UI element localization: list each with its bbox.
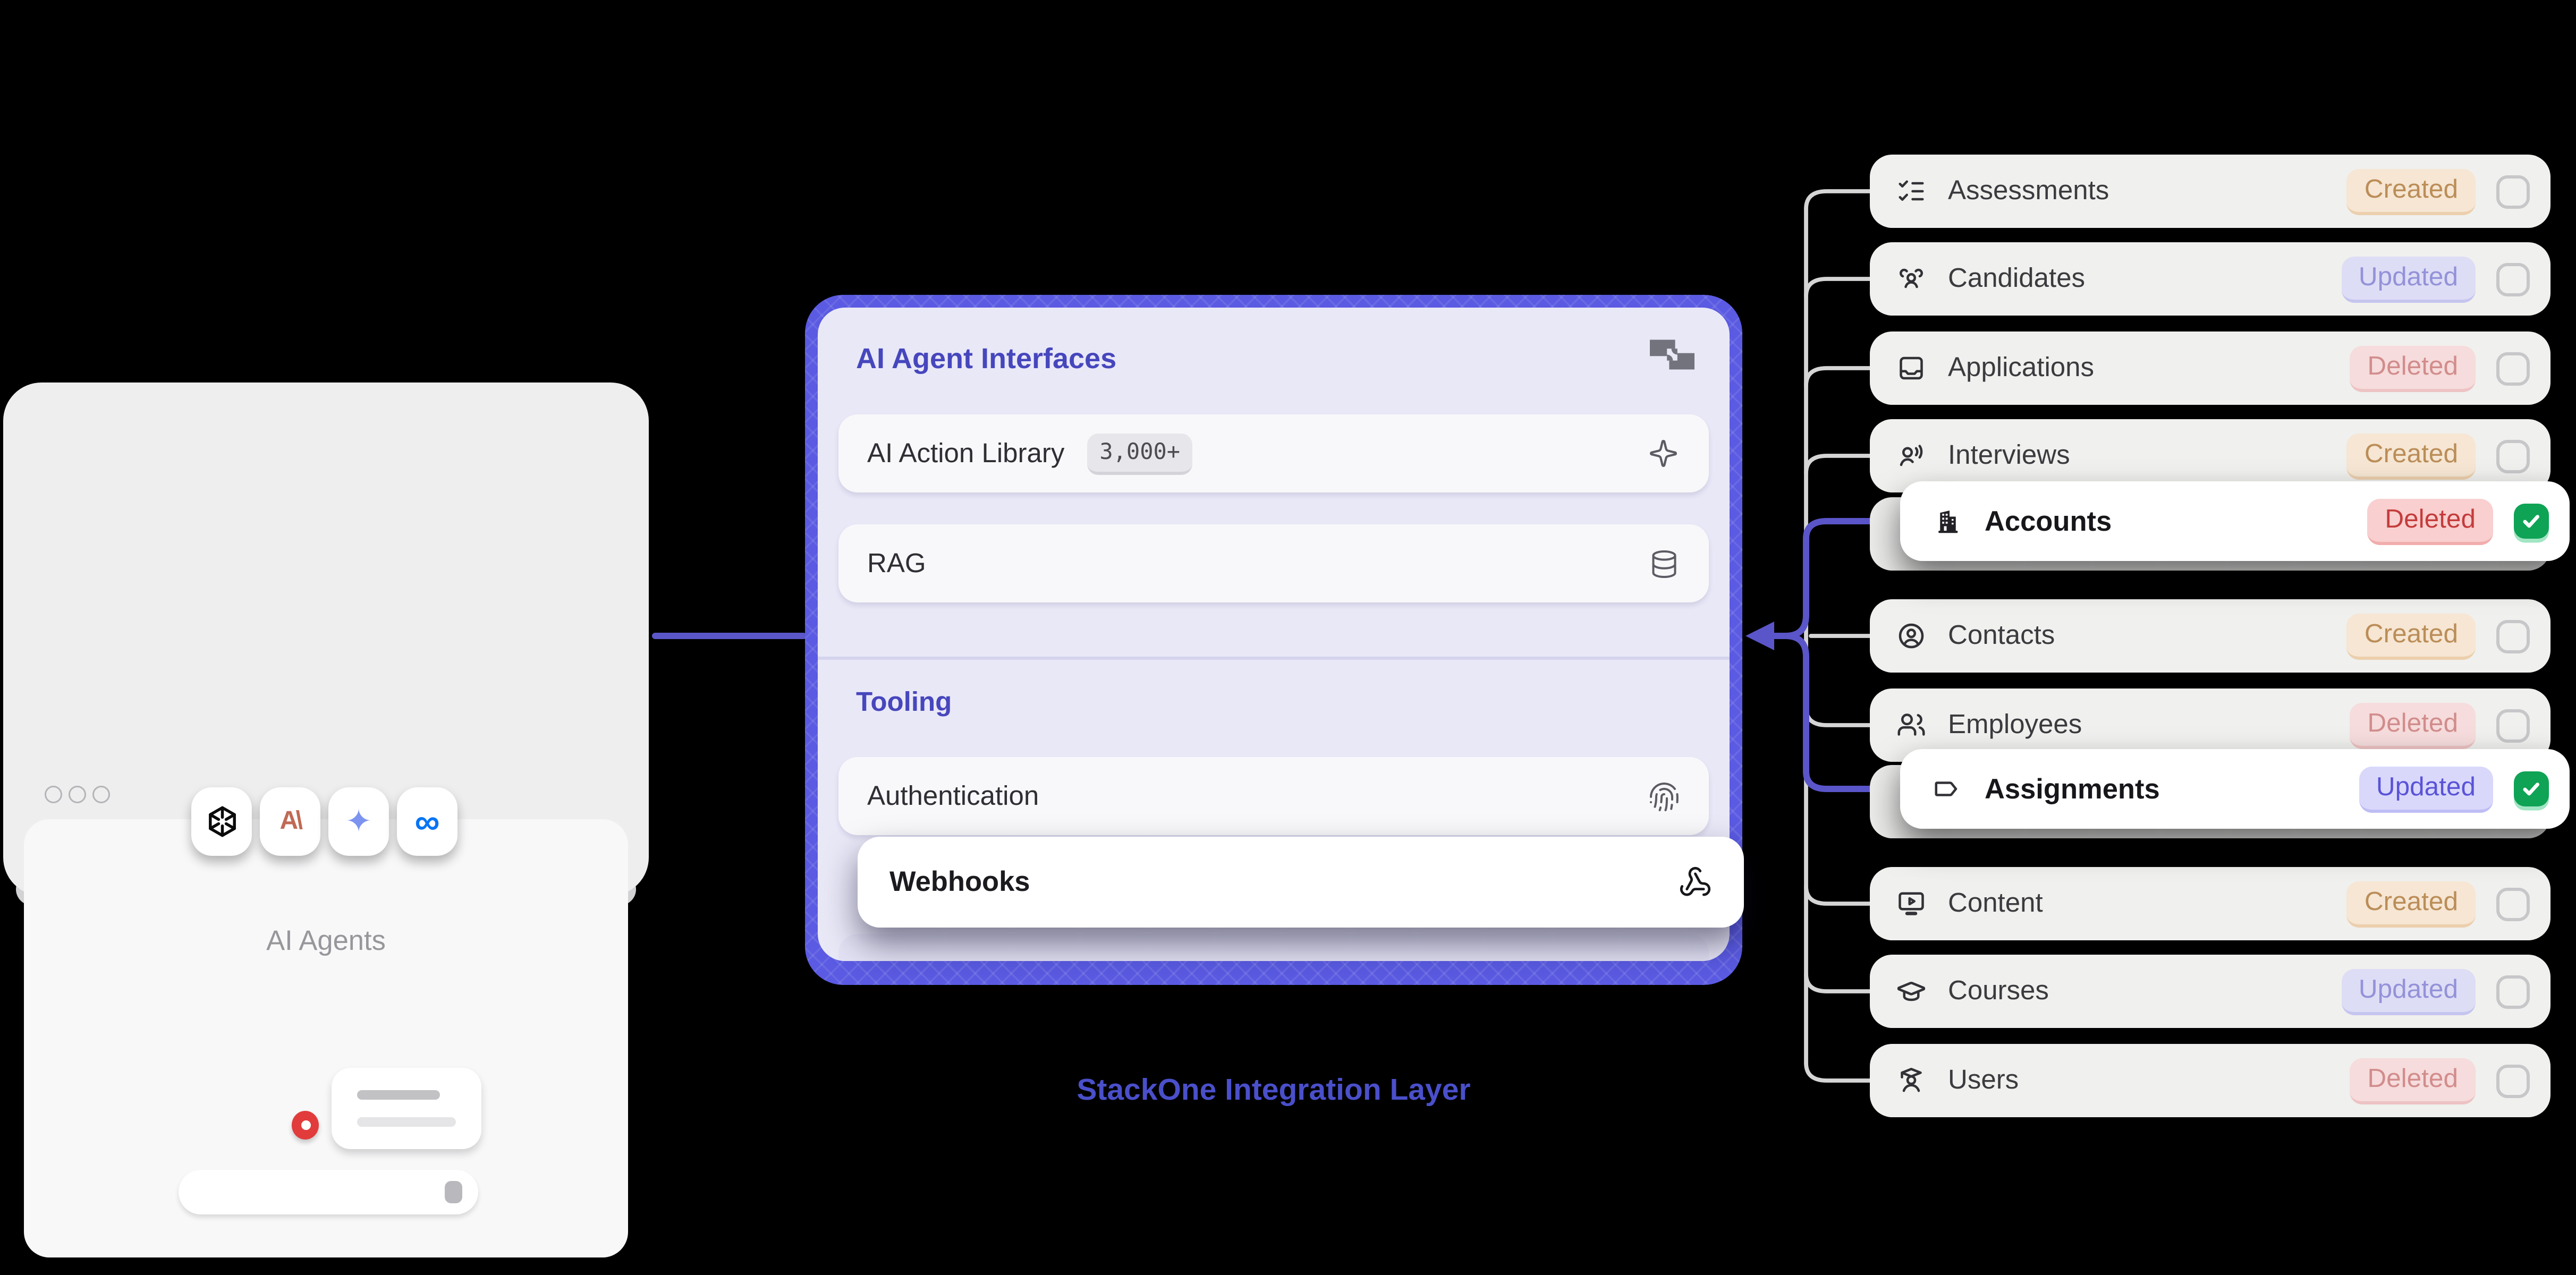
left-connector-line: [652, 633, 807, 639]
circle-user-icon: [1895, 620, 1927, 652]
action-count-badge: 3,000+: [1087, 432, 1193, 474]
list-item[interactable]: Courses Updated: [1870, 955, 2550, 1028]
chat-bubble: [332, 1068, 481, 1149]
graduation-cap-icon: [1895, 975, 1927, 1007]
tooling-title: Tooling: [856, 687, 952, 717]
status-badge: Deleted: [2350, 1057, 2476, 1104]
status-badge: Created: [2346, 432, 2476, 479]
openai-logo: [191, 787, 252, 856]
stackone-logo-icon: [1650, 339, 1694, 378]
fingerprint-icon: [1648, 780, 1680, 812]
skeleton-line: [357, 1090, 440, 1100]
partial-row: [838, 934, 1709, 961]
list-item[interactable]: Interviews Created: [1870, 419, 2550, 492]
webhooks-row[interactable]: Webhooks: [858, 837, 1744, 928]
checkbox[interactable]: [2496, 619, 2530, 653]
integration-layer-caption: StackOne Integration Layer: [1077, 1074, 1471, 1108]
user-voice-icon: [1895, 440, 1927, 472]
meta-glyph: ∞: [414, 801, 440, 841]
checkbox[interactable]: [2514, 771, 2549, 806]
list-item[interactable]: Applications Deleted: [1870, 332, 2550, 405]
window-dot: [92, 786, 110, 803]
sparkle-icon: [1647, 437, 1680, 470]
checkbox[interactable]: [2496, 974, 2530, 1008]
gemini-logo: ✦: [328, 787, 389, 856]
chat-input[interactable]: [179, 1170, 478, 1214]
anthropic-glyph: A\: [279, 807, 303, 835]
status-badge: Created: [2346, 880, 2476, 927]
rag-label: RAG: [867, 547, 926, 578]
monitor-play-icon: [1895, 888, 1927, 920]
action-library-row[interactable]: AI Action Library 3,000+: [838, 414, 1709, 492]
integration-panel: AI Agent Interfaces AI Action Library 3,…: [805, 295, 1744, 985]
authentication-row[interactable]: Authentication: [838, 757, 1709, 835]
user-graduate-icon: [1895, 1065, 1927, 1096]
section-divider: [818, 657, 1730, 659]
users-group-icon: [1895, 263, 1927, 295]
checkbox[interactable]: [2496, 439, 2530, 473]
status-badge: Deleted: [2367, 498, 2493, 545]
tag-icon: [1932, 773, 1964, 805]
window-dot: [45, 786, 62, 803]
checkbox[interactable]: [2496, 887, 2530, 921]
users-icon: [1895, 709, 1927, 741]
inbox-icon: [1895, 352, 1927, 384]
checkbox[interactable]: [2514, 504, 2549, 539]
list-item[interactable]: Contacts Created: [1870, 599, 2550, 673]
status-badge: Created: [2346, 613, 2476, 659]
status-badge: Deleted: [2350, 702, 2476, 749]
anthropic-logo: A\: [260, 787, 320, 856]
authentication-label: Authentication: [867, 780, 1039, 811]
status-badge: Updated: [2341, 256, 2476, 302]
notification-badge: [292, 1111, 319, 1140]
status-badge: Updated: [2358, 766, 2493, 812]
list-item[interactable]: Users Deleted: [1870, 1044, 2550, 1117]
gemini-glyph: ✦: [345, 804, 372, 839]
send-button[interactable]: [445, 1181, 462, 1203]
checkbox[interactable]: [2496, 1064, 2530, 1098]
list-item[interactable]: Content Created: [1870, 867, 2550, 940]
rag-row[interactable]: RAG: [838, 524, 1709, 602]
webhooks-label: Webhooks: [889, 865, 1030, 897]
webhook-icon: [1679, 865, 1712, 899]
arrow-head-icon: [1745, 622, 1774, 650]
list-item[interactable]: Assessments Created: [1870, 155, 2550, 228]
status-badge: Created: [2346, 168, 2476, 215]
list-item[interactable]: Assignments Updated: [1900, 749, 2570, 829]
database-icon: [1648, 548, 1680, 580]
status-badge: Deleted: [2350, 345, 2476, 392]
checkbox[interactable]: [2496, 351, 2530, 385]
skeleton-line: [357, 1117, 456, 1127]
checkbox[interactable]: [2496, 174, 2530, 208]
status-badge: Updated: [2341, 968, 2476, 1015]
checkbox[interactable]: [2496, 262, 2530, 296]
list-item[interactable]: Accounts Deleted: [1900, 481, 2570, 561]
ai-agents-card: A\ ✦ ∞: [3, 382, 649, 1257]
list-checks-icon: [1895, 175, 1927, 207]
building-icon: [1932, 505, 1964, 537]
ai-agents-label: AI Agents: [266, 924, 386, 956]
panel-title: AI Agent Interfaces: [856, 343, 1117, 375]
window-dot: [69, 786, 86, 803]
checkbox[interactable]: [2496, 708, 2530, 742]
meta-logo: ∞: [397, 787, 457, 856]
action-library-label: AI Action Library: [867, 437, 1065, 468]
list-item[interactable]: Candidates Updated: [1870, 242, 2550, 316]
